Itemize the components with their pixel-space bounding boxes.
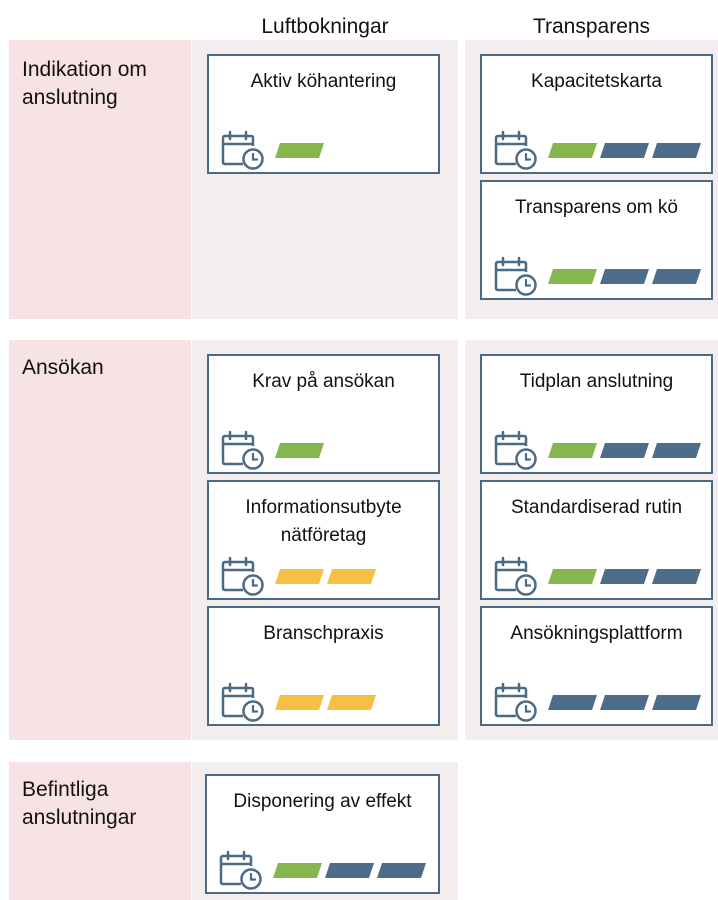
status-bar-blue bbox=[652, 569, 701, 584]
row-label-bg-befintliga bbox=[9, 762, 191, 900]
status-bar-green bbox=[548, 143, 597, 158]
card-title: Transparens om kö bbox=[515, 197, 678, 218]
card-informationsutbyte-natforetag: Informationsutbyte nätföretag bbox=[207, 480, 440, 600]
status-bar-blue bbox=[600, 569, 649, 584]
calendar-clock-icon bbox=[494, 256, 537, 296]
card-krav-pa-ansokan: Krav på ansökan bbox=[207, 354, 440, 474]
calendar-clock-icon bbox=[494, 430, 537, 470]
status-bar-blue bbox=[652, 443, 701, 458]
card-branschpraxis: Branschpraxis bbox=[207, 606, 440, 726]
card-title: Standardiserad rutin bbox=[510, 497, 683, 518]
card-title: Aktiv köhantering bbox=[250, 71, 397, 92]
card-title: Informationsutbyte nätföretag bbox=[245, 497, 402, 546]
status-bar-green bbox=[275, 443, 324, 458]
status-bar-blue bbox=[600, 695, 649, 710]
card-title: Ansökningsplattform bbox=[510, 623, 683, 644]
card-title: Disponering av effekt bbox=[233, 791, 412, 812]
card-kapacitetskarta: Kapacitetskarta bbox=[480, 54, 713, 174]
card-title: Kapacitetskarta bbox=[531, 71, 662, 92]
calendar-clock-icon bbox=[219, 850, 262, 890]
row-label-befintliga: Befintliga anslutningar bbox=[22, 778, 137, 829]
status-bar-green bbox=[548, 269, 597, 284]
row-label-bg-ansokan bbox=[9, 340, 191, 740]
status-bar-blue bbox=[377, 863, 426, 878]
calendar-clock-icon bbox=[494, 130, 537, 170]
card-transparens-om-ko: Transparens om kö bbox=[480, 180, 713, 300]
column-header-luftbokningar: Luftbokningar bbox=[261, 15, 389, 38]
status-bar-green bbox=[273, 863, 322, 878]
row-label-bg-indikation bbox=[9, 40, 191, 319]
column-header-transparens: Transparens bbox=[532, 15, 651, 38]
calendar-clock-icon bbox=[221, 130, 264, 170]
status-bar-blue bbox=[652, 269, 701, 284]
card-tidplan-anslutning: Tidplan anslutning bbox=[480, 354, 713, 474]
status-bar-blue bbox=[600, 443, 649, 458]
calendar-clock-icon bbox=[494, 556, 537, 596]
status-bar-blue bbox=[600, 269, 649, 284]
status-bar-blue bbox=[548, 695, 597, 710]
status-bar-blue bbox=[652, 695, 701, 710]
status-bar-yellow bbox=[327, 695, 376, 710]
calendar-clock-icon bbox=[494, 682, 537, 722]
card-title: Krav på ansökan bbox=[252, 371, 395, 392]
status-bar-green bbox=[548, 443, 597, 458]
status-bar-blue bbox=[325, 863, 374, 878]
status-bar-yellow bbox=[275, 695, 324, 710]
row-label-indikation: Indikation om anslutning bbox=[22, 58, 147, 109]
row-label-ansokan: Ansökan bbox=[22, 356, 104, 379]
status-bar-blue bbox=[600, 143, 649, 158]
status-bar-yellow bbox=[327, 569, 376, 584]
status-bar-green bbox=[275, 143, 324, 158]
card-title: Tidplan anslutning bbox=[519, 371, 674, 392]
status-bar-green bbox=[548, 569, 597, 584]
calendar-clock-icon bbox=[221, 682, 264, 722]
card-title: Branschpraxis bbox=[263, 623, 384, 644]
calendar-clock-icon bbox=[221, 556, 264, 596]
calendar-clock-icon bbox=[221, 430, 264, 470]
card-aktiv-kohantering: Aktiv köhantering bbox=[207, 54, 440, 174]
card-disponering-av-effekt: Disponering av effekt bbox=[205, 774, 440, 894]
status-bar-blue bbox=[652, 143, 701, 158]
status-bar-yellow bbox=[275, 569, 324, 584]
card-ansokningsplattform: Ansökningsplattform bbox=[480, 606, 713, 726]
card-standardiserad-rutin: Standardiserad rutin bbox=[480, 480, 713, 600]
